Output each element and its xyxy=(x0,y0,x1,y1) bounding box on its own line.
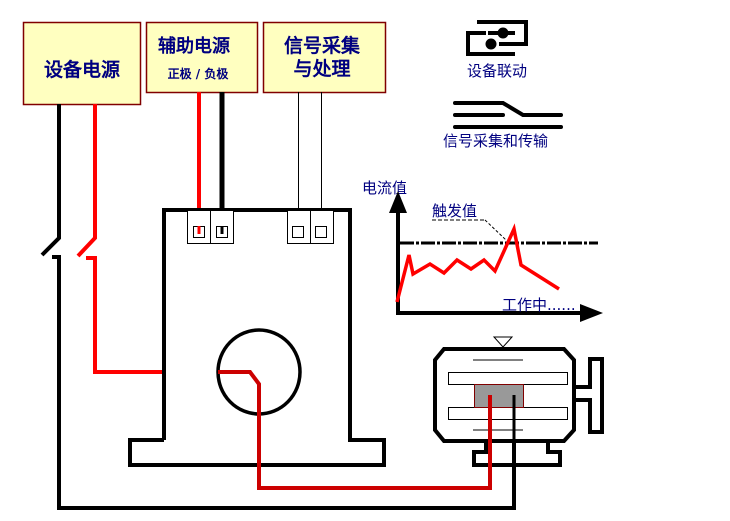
legend-linkage-label: 设备联动 xyxy=(467,62,527,80)
legend-signal-label: 信号采集和传输 xyxy=(443,132,548,150)
trigger-label: 触发值 xyxy=(432,202,477,220)
motor-feet xyxy=(472,441,562,467)
neutral-wire xyxy=(40,104,516,510)
motor-shaft xyxy=(574,357,604,434)
signal-processing-box: 信号采集 与处理 xyxy=(262,21,387,94)
trigger-pointer-arrow xyxy=(484,219,507,241)
working-label: 工作中...... xyxy=(502,296,576,314)
signal-terminals xyxy=(287,210,334,244)
y-axis-arrow-icon xyxy=(389,191,407,213)
graph-ylabel: 电流值 xyxy=(362,179,407,197)
signal-processing-line2: 与处理 xyxy=(293,57,350,80)
motor xyxy=(433,336,604,508)
linkage-icon xyxy=(466,20,528,56)
aux-terminals xyxy=(187,210,234,244)
equipment-power-label: 设备电源 xyxy=(44,58,120,81)
current-curve xyxy=(395,223,560,303)
signal-processing-line1: 信号采集 xyxy=(284,34,361,57)
x-axis-arrow-icon xyxy=(580,304,603,322)
aux-power-label: 辅助电源 xyxy=(158,35,230,57)
current-graph: 电流值 触发值 工作中...... xyxy=(362,179,603,322)
aux-power-polarity: 正极 / 负极 xyxy=(168,66,230,81)
motor-rotor xyxy=(474,384,524,408)
live-wire xyxy=(76,104,165,374)
aux-power-box: 辅助电源 正极 / 负极 xyxy=(145,21,259,94)
equipment-power-box: 设备电源 xyxy=(22,21,142,106)
signal-transmission-icon xyxy=(453,101,563,129)
